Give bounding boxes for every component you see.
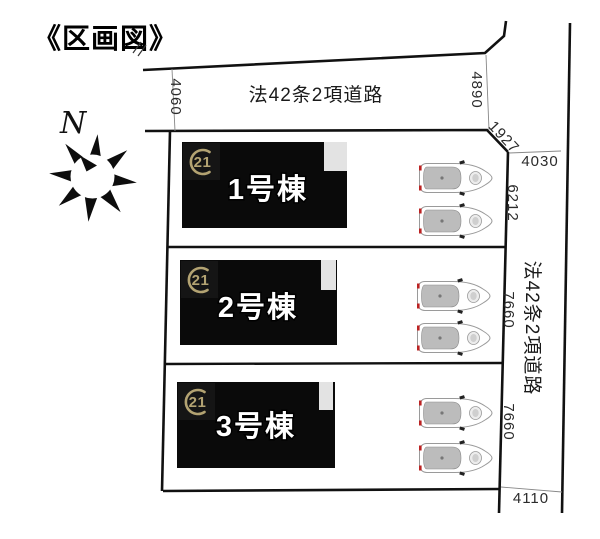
top-road-lower-edge <box>144 128 509 153</box>
dimension-4060: 4060 <box>167 78 184 115</box>
car-icon <box>418 202 493 240</box>
lot-divider-2-3 <box>165 361 504 366</box>
dimension-line-4060 <box>171 68 176 132</box>
lot-1: 1号棟 <box>181 141 493 240</box>
lot-right-boundary <box>497 151 510 514</box>
building-2-entry-notch <box>321 260 336 290</box>
century21-logo-icon <box>181 141 222 182</box>
century21-logo-icon <box>176 381 217 422</box>
road-break-mark <box>132 41 147 57</box>
dimension-line-4110 <box>500 486 563 493</box>
car-icon <box>418 159 493 197</box>
dimension-line-4890 <box>485 54 490 131</box>
dimension-4110: 4110 <box>513 490 549 507</box>
car-icon <box>416 277 491 315</box>
dimension-7660-lot2: 7660 <box>500 291 517 328</box>
north-compass-icon: N <box>49 106 137 222</box>
dimension-line-4030 <box>508 150 562 154</box>
dimension-6212: 6212 <box>504 184 521 221</box>
building-3-entry-notch <box>319 382 333 410</box>
car-icon <box>418 394 493 432</box>
building-1-label: 1号棟 <box>228 173 308 206</box>
century21-logo-icon <box>179 259 220 300</box>
page-title: 《区画図》 <box>33 23 178 54</box>
lot-bottom-boundary <box>162 487 501 493</box>
building-2-label: 2号棟 <box>218 291 298 324</box>
car-icon <box>418 439 493 477</box>
right-road-label: 法42条2項道路 <box>521 261 543 396</box>
dimension-4030: 4030 <box>521 153 558 170</box>
north-label: N <box>59 106 88 141</box>
dimension-4890: 4890 <box>468 71 485 108</box>
car-icon <box>416 319 491 357</box>
dimension-7660-lot3: 7660 <box>500 403 517 440</box>
right-road-right-edge <box>560 22 572 514</box>
lot-2: 2号棟 <box>179 259 491 357</box>
building-3-label: 3号棟 <box>216 410 296 443</box>
building-1-entry-notch <box>324 142 347 171</box>
dimension-1927: 1927 <box>485 118 523 157</box>
top-road-label: 法42条2項道路 <box>249 84 384 106</box>
lot-3: 3号棟 <box>176 381 493 477</box>
top-road-upper-edge <box>142 20 508 72</box>
lot-left-boundary <box>160 130 172 492</box>
